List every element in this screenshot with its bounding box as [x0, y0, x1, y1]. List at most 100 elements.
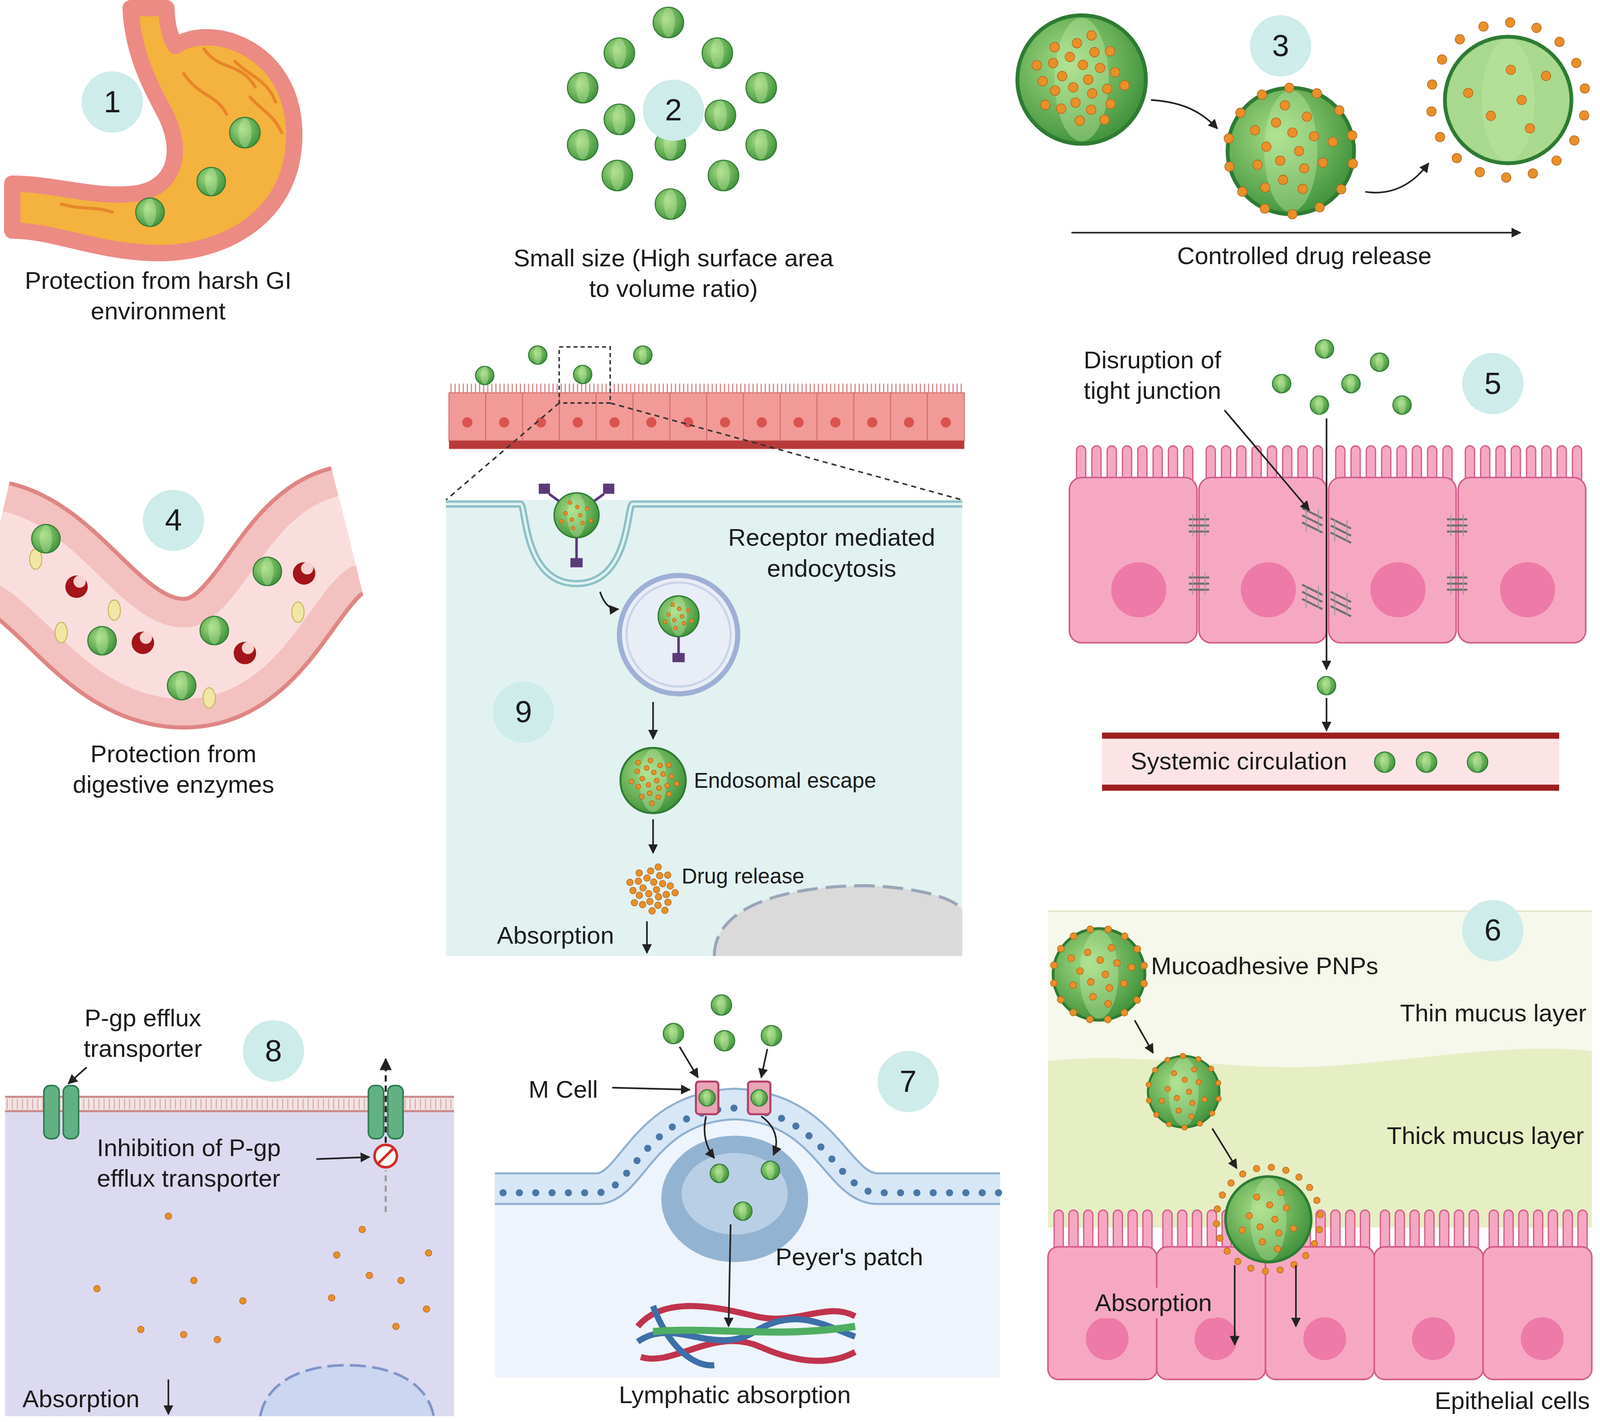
drug-dot [1282, 1166, 1289, 1174]
drug-dot [1250, 125, 1260, 135]
callout-number: 8 [243, 1020, 305, 1082]
particle-band [208, 616, 221, 645]
particle-shell [1315, 339, 1334, 359]
drug-dot [1266, 1201, 1273, 1208]
drug-dot [1195, 1056, 1202, 1062]
nanoparticle [705, 100, 736, 131]
drug-dot [1569, 135, 1579, 146]
drug-dot [1153, 1112, 1159, 1118]
particle-shell [1272, 374, 1291, 394]
epithelial-cell [780, 393, 818, 442]
drug-dot [1260, 182, 1270, 193]
drug-dot [570, 517, 574, 522]
drug-dot [1104, 926, 1112, 933]
membrane-lipid [119, 1099, 120, 1110]
callout-label: Disruption of tight junction [1083, 344, 1268, 407]
node-text: Inhibition of P-gp efflux transporter [97, 1132, 332, 1194]
membrane-lipid [292, 1099, 294, 1110]
drug-dot [1347, 130, 1357, 141]
arrow [1295, 1265, 1297, 1327]
drug-dot [636, 869, 643, 877]
drug-dot [1213, 1220, 1220, 1227]
membrane-lipid [83, 1099, 84, 1110]
drug-dot [1452, 153, 1462, 163]
drug-dot [1271, 117, 1281, 128]
drug-dot [1189, 1100, 1196, 1106]
drug-dot [1541, 71, 1551, 81]
drug-dot [1290, 1225, 1297, 1232]
nanoparticle [475, 366, 495, 385]
drug-dot [1295, 1174, 1303, 1181]
callout-label: P-gp efflux transporter [51, 1003, 235, 1065]
drug-dot [1454, 34, 1465, 45]
particle-band [1264, 90, 1318, 212]
enzyme-site [73, 575, 86, 588]
particle-band [576, 73, 590, 103]
drug-dot [655, 893, 663, 901]
drug-dot [1050, 979, 1058, 987]
particle-shell [708, 160, 739, 191]
epithelial-cell [1198, 477, 1327, 643]
membrane-lipid [108, 1099, 110, 1110]
enzyme [55, 622, 68, 643]
drug-dot [93, 1285, 101, 1293]
drug-dot [1528, 168, 1538, 179]
junction-strand [1188, 576, 1210, 580]
membrane-lipid [185, 1099, 186, 1110]
drug-dot [1271, 1216, 1278, 1223]
drug-dot [631, 899, 638, 907]
cell-nucleus [1085, 1317, 1129, 1361]
nanoparticle [1272, 374, 1291, 394]
membrane-lipid [93, 1099, 95, 1110]
particle-shell [573, 365, 593, 384]
drug-dot [1159, 1098, 1165, 1104]
drug-dot [1252, 159, 1263, 170]
particle-band [1250, 1178, 1287, 1261]
cell-nucleus [962, 1189, 970, 1197]
membrane-lipid [225, 1099, 227, 1110]
epithelial-cell [927, 393, 965, 442]
junction-strand [1305, 509, 1307, 532]
membrane-lipid [154, 1099, 156, 1110]
junction-strand [1446, 524, 1468, 527]
nanoparticle [1426, 17, 1590, 182]
membrane-lipid [445, 1099, 447, 1110]
drug-dot [1174, 1095, 1180, 1101]
drug-dot [1072, 38, 1082, 48]
drug-dot [366, 1272, 373, 1279]
drug-dot [1095, 62, 1105, 73]
particle-band [144, 198, 157, 226]
nanoparticle [601, 160, 633, 191]
arrow [652, 702, 655, 739]
membrane-lipid [358, 1099, 360, 1110]
blood-vessel [653, 1306, 715, 1366]
drug-dot [1140, 980, 1148, 987]
cell-nucleus [978, 1189, 986, 1197]
drug-dot [575, 505, 580, 509]
particle-band [662, 7, 676, 37]
membrane-lipid [251, 1099, 253, 1110]
nanoparticle [135, 198, 165, 227]
drug-dot [1309, 131, 1319, 142]
drug-dot [645, 890, 653, 898]
cell-nucleus [532, 1189, 540, 1197]
enzyme [203, 687, 216, 708]
membrane-lipid [256, 1099, 258, 1110]
particle-shell [1227, 87, 1355, 215]
cell-nucleus [1240, 562, 1296, 618]
drug-dot [1069, 1009, 1077, 1017]
membrane-lipid [424, 1099, 426, 1110]
drug-dot [1275, 155, 1286, 166]
drug-dot [1216, 1235, 1224, 1242]
particle-shell [1148, 1056, 1220, 1128]
callout-number: 5 [1462, 353, 1524, 415]
nuclear-envelope [714, 885, 963, 957]
drug-dot [670, 602, 675, 607]
particle-band [610, 160, 624, 191]
arrow [679, 1047, 699, 1078]
drug-dot [1070, 97, 1081, 108]
particle-shell [620, 747, 686, 814]
drug-dot [1516, 95, 1527, 105]
pgp-transporter [387, 1085, 403, 1139]
